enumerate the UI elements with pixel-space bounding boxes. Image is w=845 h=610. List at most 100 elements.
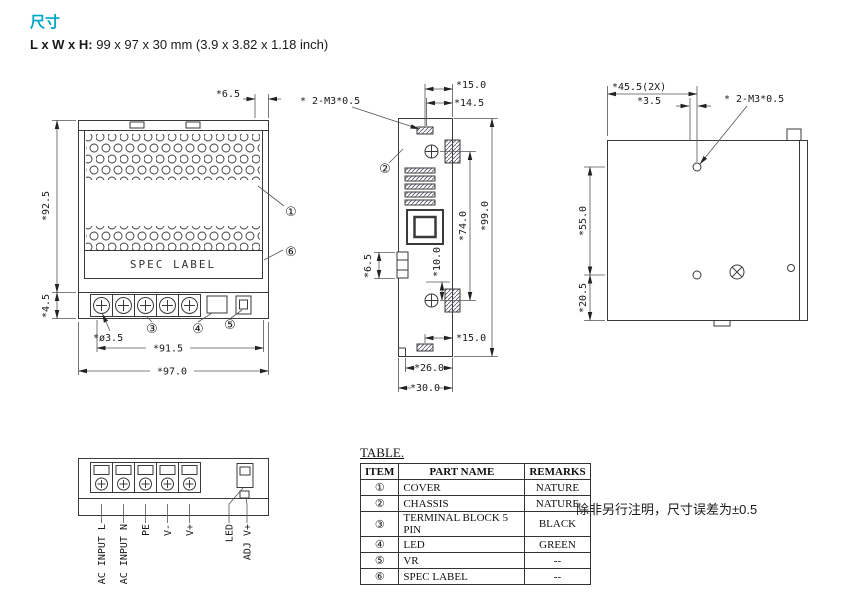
terminal-label-v-plus: V+ [185, 524, 196, 536]
side-view-dimensions: *15.0 *14.5 * 2-M3*0.5 ② *74.0 *99.0 *10… [300, 80, 498, 394]
dim-front-width-inner: *91.5 [153, 344, 183, 355]
part-name: TERMINAL BLOCK 5 PIN [398, 511, 526, 537]
side-connector-inner [413, 215, 437, 239]
remark: GREEN [524, 536, 591, 553]
rear-small-hole [787, 264, 795, 272]
page-title: 尺寸 [30, 14, 61, 31]
table-row: ⑥ SPEC LABEL -- [359, 568, 591, 585]
dim-rear-upper: *55.0 [578, 206, 589, 236]
parts-table-block: TABLE. ITEM PART NAME REMARKS ① COVER NA… [359, 445, 591, 585]
cover-latch-right [185, 121, 201, 129]
remark: -- [524, 568, 591, 585]
dim-side-depth-inner: *26.0 [414, 363, 444, 374]
dim-side-screw-span: *74.0 [458, 211, 469, 241]
mounting-slot-bottom [416, 343, 434, 352]
remark: BLACK [524, 511, 591, 537]
bottom-terminal-dividers [112, 462, 179, 493]
rear-top-tab [786, 128, 802, 141]
dim-front-height: *92.5 [41, 191, 52, 221]
mounting-hole-lower [692, 270, 702, 280]
terminal-label-ac-l: AC INPUT L [97, 524, 108, 584]
bottom-view [78, 458, 269, 516]
parts-table: ITEM PART NAME REMARKS ① COVER NATURE ② … [359, 463, 591, 585]
vent-holes-upper [86, 134, 260, 180]
terminal-dividers [112, 294, 179, 317]
spec-label-box [84, 250, 263, 279]
callout-vr: ⑤ [224, 318, 236, 333]
remark: NATURE [524, 479, 591, 496]
col-part-name: PART NAME [398, 463, 526, 480]
terminal-screws [93, 297, 198, 314]
table-row: ② CHASSIS NATURE [359, 495, 591, 512]
dim-side-length: *99.0 [480, 201, 491, 231]
dim-side-depth-outer: *30.0 [410, 383, 440, 394]
bottom-terminal-screws [93, 465, 198, 491]
side-view [396, 118, 461, 357]
terminal-label-pe: PE [141, 524, 152, 536]
rear-view-dimensions: *45.5(2X) *3.5 * 2-M3*0.5 *55.0 *20.5 [578, 82, 784, 321]
terminal-block-housing [90, 294, 201, 317]
item-no: ④ [359, 536, 400, 553]
item-no: ① [359, 479, 400, 496]
table-title: TABLE. [360, 445, 405, 460]
bottom-led-inner [239, 466, 251, 476]
table-row: ④ LED GREEN [359, 536, 591, 553]
dim-front-top: *6.5 [216, 89, 240, 100]
rear-screw-label: * 2-M3*0.5 [724, 94, 784, 105]
terminal-label-ac-n: AC INPUT N [119, 524, 130, 584]
dim-side-slot-top2: *14.5 [454, 98, 484, 109]
part-name: VR [398, 552, 526, 569]
terminal-label-v-minus: V- [163, 524, 174, 536]
col-item: ITEM [359, 463, 400, 480]
table-row: ⑤ VR -- [359, 552, 591, 569]
callout-spec-label: ⑥ [285, 245, 297, 260]
side-vent-slots [404, 167, 436, 206]
rear-bottom-tab [713, 320, 731, 327]
table-row: ① COVER NATURE [359, 479, 591, 496]
side-screw-label: * 2-M3*0.5 [300, 96, 360, 107]
spec-label-text: SPEC LABEL [130, 258, 216, 271]
dim-rear-lower: *20.5 [578, 283, 589, 313]
mounting-hole-upper [692, 162, 702, 172]
vr-inner [239, 299, 248, 310]
remark: -- [524, 552, 591, 569]
col-remarks: REMARKS [524, 463, 591, 480]
callout-led: ④ [192, 322, 204, 337]
dimension-summary-value: 99 x 97 x 30 mm (3.9 x 3.82 x 1.18 inch) [92, 37, 329, 52]
ground-screw [729, 264, 745, 280]
item-no: ② [359, 495, 400, 512]
led-window [206, 295, 228, 314]
callout-chassis: ② [379, 162, 391, 177]
dim-front-hole: *ø3.5 [93, 333, 123, 344]
item-no: ⑥ [359, 568, 400, 585]
part-name: SPEC LABEL [398, 568, 526, 585]
dimension-summary-label: L x W x H: [30, 37, 93, 52]
part-name: COVER [398, 479, 526, 496]
dim-side-ten: *10.0 [432, 247, 443, 277]
terminal-label-led: LED [225, 524, 236, 542]
dim-side-slot-bottom: *15.0 [456, 333, 486, 344]
side-connector-outer [406, 209, 444, 245]
tolerance-note: 除非另行注明，尺寸误差为±0.5 [576, 502, 758, 517]
front-view-dimensions: *6.5 *92.5 *4.5 *ø3.5 *91.5 *97.0 [41, 89, 297, 378]
front-view: SPEC LABEL [78, 120, 269, 319]
dim-rear-hole-offset: *3.5 [637, 96, 661, 107]
bottom-view-labels: AC INPUT L AC INPUT N PE V- V+ LED ADJ V… [97, 487, 254, 584]
side-edge-component [396, 251, 409, 279]
dim-rear-hole-span: *45.5(2X) [612, 82, 666, 93]
dim-side-edge: *6.5 [363, 254, 374, 278]
dim-front-width-outer: *97.0 [157, 367, 187, 378]
table-row: ③ TERMINAL BLOCK 5 PIN BLACK [359, 511, 591, 537]
bottom-terminal-block [90, 462, 201, 493]
mounting-slot-top [416, 126, 434, 135]
rear-body [607, 140, 808, 321]
part-name: LED [398, 536, 526, 553]
item-no: ③ [359, 511, 400, 537]
callout-terminal-block: ③ [146, 322, 158, 337]
part-name: CHASSIS [398, 495, 526, 512]
table-header-row: ITEM PART NAME REMARKS [359, 463, 591, 480]
dimension-summary: L x W x H: 99 x 97 x 30 mm (3.9 x 3.82 x… [30, 37, 328, 52]
dim-front-base-height: *4.5 [41, 294, 52, 318]
